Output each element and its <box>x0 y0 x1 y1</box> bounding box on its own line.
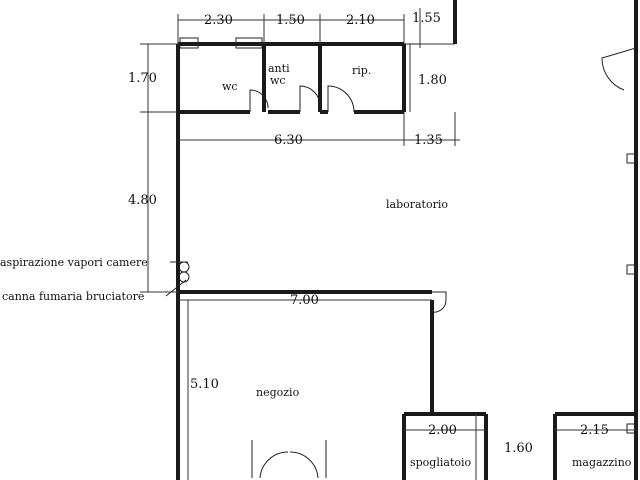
dimension-lines <box>140 8 636 480</box>
shop-lab-door <box>431 291 447 313</box>
dim-top-anti: 1.50 <box>276 13 305 28</box>
column-marker-1 <box>626 153 637 164</box>
dim-left-upper: 1.70 <box>128 71 157 86</box>
annotation-canna: canna fumaria bruciatore <box>2 290 144 303</box>
doors <box>249 47 637 479</box>
dim-top-wc: 2.30 <box>204 13 233 28</box>
dim-lab-width: 6.30 <box>274 133 303 148</box>
wc-door <box>249 89 269 112</box>
dim-spog-width: 2.00 <box>428 423 457 438</box>
window-wc <box>179 37 199 49</box>
room-anti-line2: wc <box>270 74 286 87</box>
dim-top-right: 1.55 <box>412 11 441 26</box>
rip-door <box>327 85 355 113</box>
room-rip: rip. <box>352 64 371 77</box>
dim-left-lab: 4.80 <box>128 193 157 208</box>
shop-entrance-door <box>251 440 327 479</box>
dim-lab-right: 1.35 <box>414 133 443 148</box>
dim-right-upper: 1.80 <box>418 73 447 88</box>
room-magazzino: magazzino <box>572 456 632 469</box>
room-wc: wc <box>222 80 238 93</box>
aspirazione-flue-icon <box>178 261 190 273</box>
room-spogliatoio: spogliatoio <box>410 456 472 469</box>
anti-door <box>299 85 321 112</box>
top-windows <box>179 37 263 49</box>
room-labels: wc anti wc rip. laboratorio negozio spog… <box>222 62 632 469</box>
dim-spog-height: 1.60 <box>504 441 533 456</box>
dim-mag-width: 2.15 <box>580 423 609 438</box>
walls <box>176 0 638 480</box>
room-laboratorio: laboratorio <box>386 198 448 211</box>
column-marker-3 <box>626 423 637 434</box>
window-anti <box>235 37 263 49</box>
room-negozio: negozio <box>256 386 300 399</box>
annotations: aspirazione vapori camere canna fumaria … <box>0 256 148 303</box>
room-anti-line1: anti <box>268 62 290 75</box>
canna-flue-icon <box>178 271 190 283</box>
canna-leader <box>165 279 187 297</box>
right-wall-markers <box>626 153 637 434</box>
dim-left-shop: 5.10 <box>190 377 219 392</box>
dimension-labels: 2.30 1.50 2.10 1.55 1.70 1.80 6.30 1.35 … <box>128 11 609 456</box>
flues <box>165 261 190 297</box>
right-outer-door <box>601 47 637 91</box>
dim-top-rip: 2.10 <box>346 13 375 28</box>
dim-shop-width: 7.00 <box>290 293 319 308</box>
column-marker-2 <box>626 264 637 275</box>
annotation-aspirazione: aspirazione vapori camere <box>0 256 148 269</box>
